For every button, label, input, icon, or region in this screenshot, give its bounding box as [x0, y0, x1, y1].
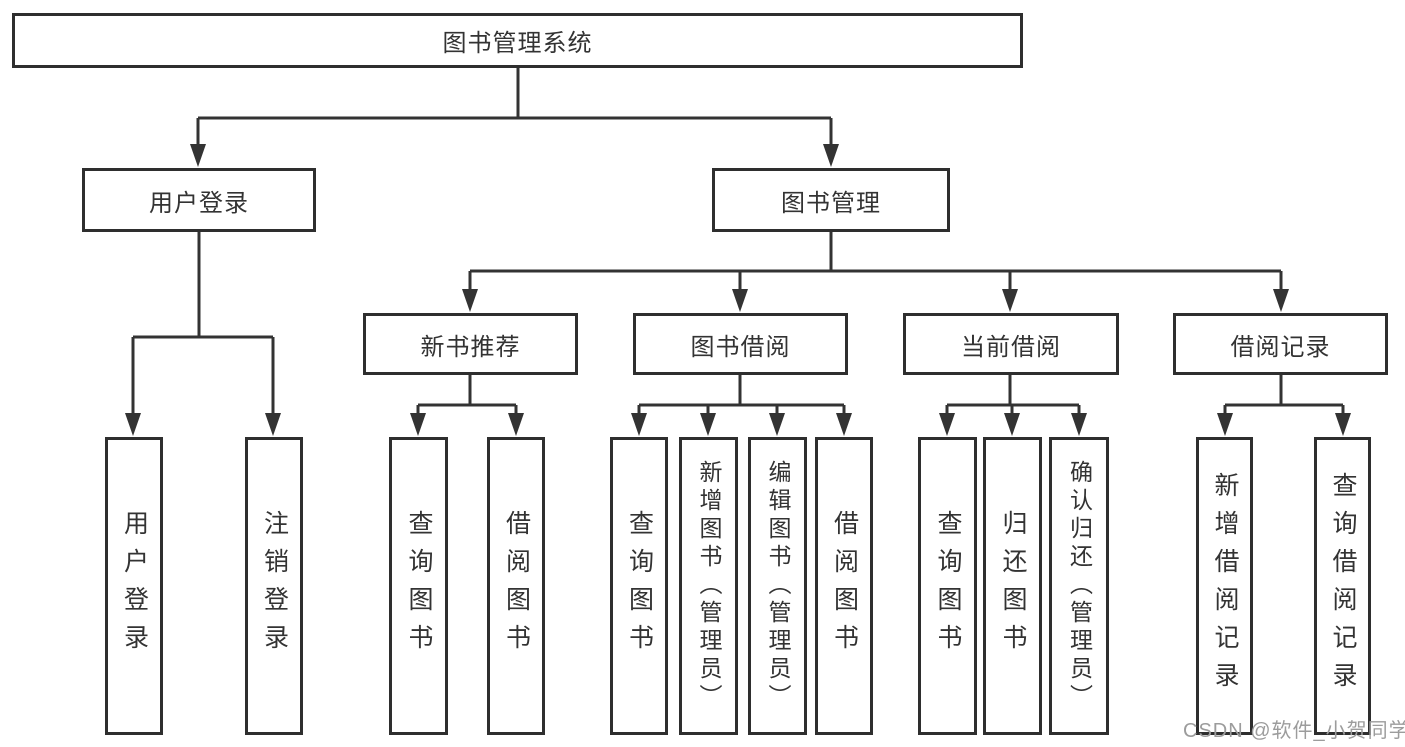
csdn-watermark: CSDN @软件_小贺同学: [1183, 720, 1405, 742]
node-book-borrowing: 图书借阅: [633, 313, 848, 375]
leaf-label: 查询图书: [625, 510, 654, 662]
leaf-user-login: 用户登录: [105, 437, 163, 735]
leaf-label: 查询借阅记录: [1329, 472, 1357, 700]
node-library-management-system: 图书管理系统: [12, 13, 1023, 68]
leaf-confirm-return-admin: 确认归还（管理员）: [1049, 437, 1109, 735]
leaf-edit-book-admin: 编辑图书（管理员）: [748, 437, 807, 735]
leaf-label: 借阅图书: [830, 510, 859, 662]
leaf-label: 新增借阅记录: [1211, 472, 1239, 700]
node-label: 图书借阅: [690, 333, 791, 361]
leaf-label: 用户登录: [120, 510, 149, 662]
node-label: 用户登录: [149, 189, 249, 217]
leaf-query-books-recommend: 查询图书: [389, 437, 448, 735]
leaf-borrow-books-recommend: 借阅图书: [487, 437, 545, 735]
node-label: 图书管理系统: [442, 30, 593, 57]
leaf-add-borrow-record: 新增借阅记录: [1196, 437, 1253, 735]
leaf-query-books-borrowing: 查询图书: [610, 437, 668, 735]
leaf-label: 归还图书: [999, 510, 1027, 662]
leaf-label: 查询图书: [405, 510, 433, 662]
leaf-return-books: 归还图书: [983, 437, 1042, 735]
leaf-borrow-books-borrowing: 借阅图书: [815, 437, 873, 735]
node-user-login: 用户登录: [82, 168, 316, 232]
node-borrowing-records: 借阅记录: [1173, 313, 1388, 375]
leaf-label: 注销登录: [260, 510, 289, 662]
node-new-book-recommendation: 新书推荐: [363, 313, 578, 375]
node-label: 借阅记录: [1230, 333, 1331, 361]
leaf-add-book-admin: 新增图书（管理员）: [679, 437, 738, 735]
leaf-query-borrow-record: 查询借阅记录: [1314, 437, 1371, 735]
leaf-label: 确认归还（管理员）: [1066, 460, 1093, 712]
leaf-label: 借阅图书: [502, 510, 531, 662]
arrowhead-icons: [125, 144, 1351, 436]
node-label: 当前借阅: [961, 333, 1061, 361]
leaf-label: 查询图书: [934, 510, 962, 662]
leaf-label: 编辑图书（管理员）: [765, 460, 791, 712]
leaf-logout: 注销登录: [245, 437, 303, 735]
node-book-management: 图书管理: [712, 168, 950, 232]
leaf-query-books-current: 查询图书: [918, 437, 977, 735]
node-label: 图书管理: [781, 189, 881, 217]
node-current-borrowing: 当前借阅: [903, 313, 1119, 375]
leaf-label: 新增图书（管理员）: [696, 460, 722, 712]
node-label: 新书推荐: [420, 333, 521, 361]
